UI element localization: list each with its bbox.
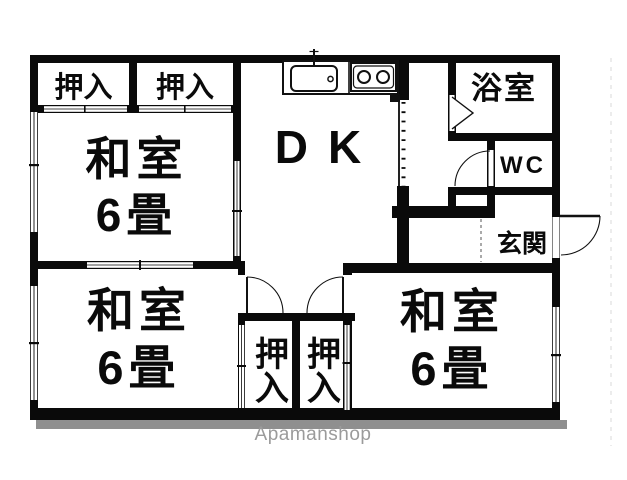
label-entrance: 玄関 xyxy=(496,230,547,258)
label-washitsu-upper-left: 和室 xyxy=(85,133,188,185)
stove-icon xyxy=(350,62,397,92)
label-dining-kitchen: DK xyxy=(274,121,382,173)
sliding-door-symbols xyxy=(44,100,406,410)
label-closet-bottom-right: 押入 xyxy=(301,336,340,404)
label-washitsu-lower-left: 和室 xyxy=(87,284,191,337)
label-washitsu-lower-right-size: 6畳 xyxy=(410,342,494,395)
label-toilet: WC xyxy=(500,152,546,179)
label-closet-top-right: 押入 xyxy=(155,72,214,104)
gas-outlet-icon xyxy=(390,94,400,102)
label-washitsu-upper-left-size: 6畳 xyxy=(95,189,178,241)
label-washitsu-lower-right: 和室 xyxy=(400,285,504,338)
bathroom-folding-door xyxy=(451,96,475,130)
window-symbols xyxy=(29,112,561,402)
hinged-door-symbols xyxy=(246,96,601,314)
kitchen-counter xyxy=(282,49,400,102)
entrance-door-arc xyxy=(560,215,601,256)
label-closet-top-left: 押入 xyxy=(54,72,113,104)
watermark-apamanshop: Apamanshop xyxy=(254,423,372,445)
label-bathroom: 浴室 xyxy=(471,70,537,106)
label-closet-bottom-left: 押入 xyxy=(249,336,288,404)
plan-shadow xyxy=(36,420,567,429)
wc-door-arc xyxy=(454,150,491,187)
label-washitsu-lower-left-size: 6畳 xyxy=(97,341,181,394)
sink-icon xyxy=(290,49,338,92)
